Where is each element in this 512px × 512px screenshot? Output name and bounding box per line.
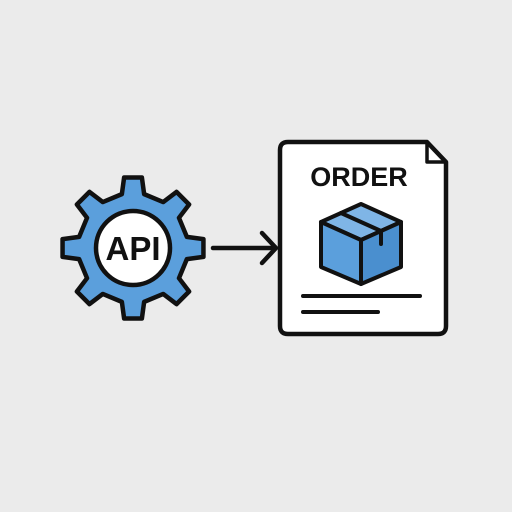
order-document: ORDER <box>277 139 449 337</box>
document-title: ORDER <box>310 162 408 192</box>
gear-hub <box>93 208 173 288</box>
package-box-icon <box>319 202 403 286</box>
box-right-face <box>359 220 403 286</box>
box-tape <box>339 211 383 246</box>
api-gear: API <box>60 175 206 321</box>
arrow-connector <box>210 230 279 266</box>
api-label: API <box>105 230 160 267</box>
document-fold <box>425 142 446 164</box>
arrow-right-icon <box>259 230 279 266</box>
